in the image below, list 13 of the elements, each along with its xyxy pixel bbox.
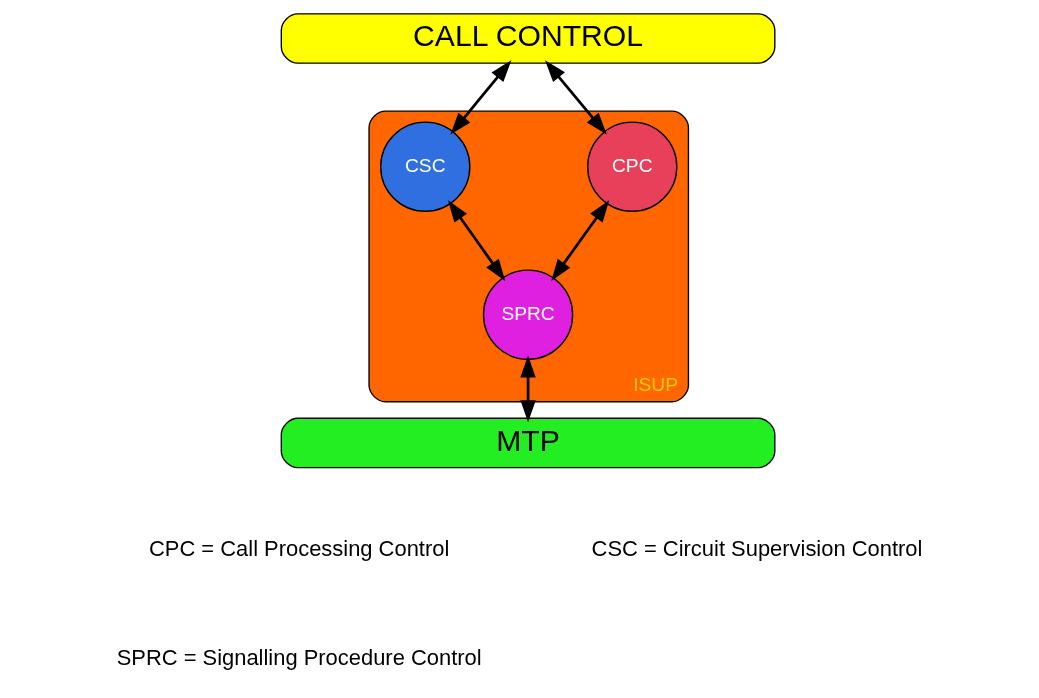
node-circle: SPRC — [482, 269, 574, 360]
node-box: CALL CONTROL — [280, 13, 776, 64]
label: CSC = Circuit Supervision Control — [591, 536, 923, 562]
node-circle: CPC — [587, 121, 678, 212]
arrow — [545, 60, 607, 135]
node-box: MTP — [280, 417, 776, 469]
arrow — [520, 355, 536, 423]
arrow — [551, 200, 610, 282]
label: SPRC = Signalling Procedure Control — [116, 644, 482, 670]
arrow — [448, 200, 506, 282]
arrow — [450, 60, 512, 135]
label: CPC = Call Processing Control — [148, 536, 450, 562]
node-circle: CSC — [380, 121, 471, 212]
